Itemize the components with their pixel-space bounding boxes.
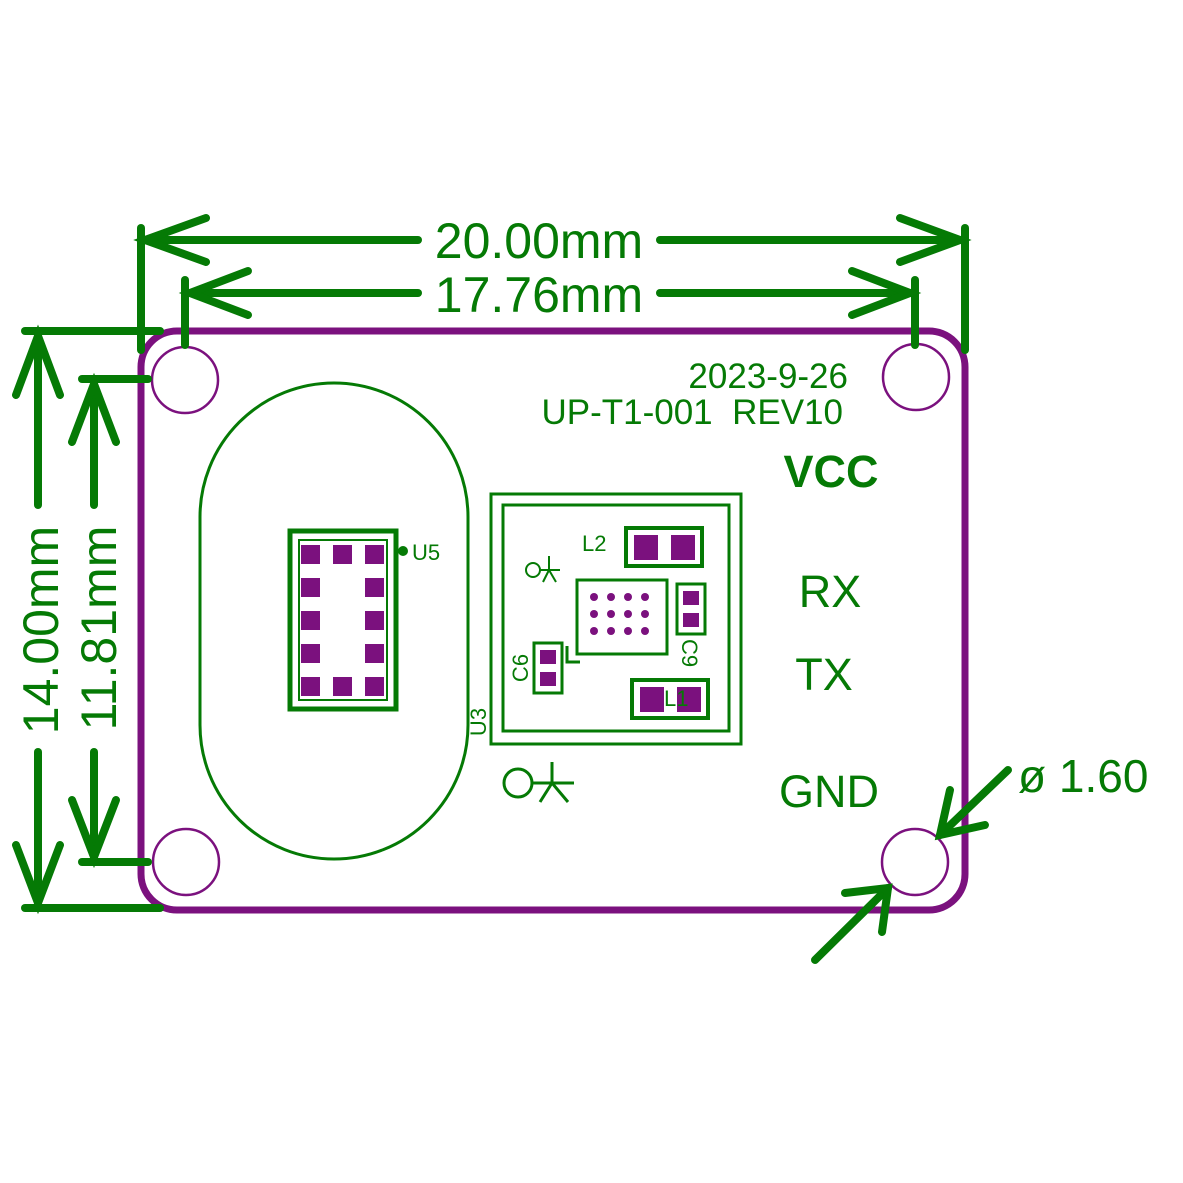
dimension-hole-spacing-x-label: 17.76mm bbox=[435, 267, 643, 323]
component-c6 bbox=[532, 641, 564, 695]
dimension-board-width-label: 20.00mm bbox=[435, 213, 643, 269]
dimension-hole-diameter bbox=[811, 766, 1012, 964]
component-u3 bbox=[489, 492, 743, 746]
board-logo-icon bbox=[502, 762, 574, 803]
board-date: 2023-9-26 bbox=[688, 357, 848, 396]
component-sensor-ic bbox=[565, 578, 669, 664]
refdes-l1: L1 bbox=[664, 686, 688, 711]
sensor-ic-balls bbox=[590, 593, 649, 635]
mounting-hole-top-right bbox=[881, 342, 951, 412]
refdes-u3: U3 bbox=[466, 708, 491, 736]
refdes-u5: U5 bbox=[412, 540, 440, 565]
dimension-hole-spacing-x bbox=[178, 267, 922, 349]
refdes-c9: C9 bbox=[677, 639, 702, 667]
u5-pads bbox=[301, 545, 384, 696]
refdes-c6: C6 bbox=[508, 654, 533, 682]
pin-label-tx: TX bbox=[795, 649, 853, 700]
board-part-number: UP-T1-001 REV10 bbox=[541, 393, 843, 432]
component-c9 bbox=[675, 582, 707, 636]
component-l2 bbox=[624, 526, 704, 568]
pin-label-gnd: GND bbox=[779, 766, 879, 817]
dimension-board-height bbox=[12, 324, 164, 915]
u5-pin1-marker bbox=[398, 546, 408, 556]
pin-label-rx: RX bbox=[799, 566, 862, 617]
dimension-board-width bbox=[133, 214, 972, 354]
mounting-hole-top-left bbox=[150, 345, 220, 415]
dimension-hole-spacing-y-label: 11.81mm bbox=[71, 526, 127, 731]
component-u5 bbox=[287, 528, 408, 712]
board-outline bbox=[137, 327, 969, 914]
dimension-hole-spacing-y bbox=[68, 372, 152, 869]
component-l1 bbox=[630, 678, 710, 720]
sensor-ic-pin1-marker bbox=[565, 646, 580, 664]
mounting-hole-bottom-right bbox=[880, 827, 950, 897]
touch-area-outline bbox=[198, 381, 470, 861]
mounting-hole-bottom-left bbox=[151, 827, 221, 897]
pin-label-vcc: VCC bbox=[783, 446, 878, 497]
module-logo-icon bbox=[525, 556, 560, 583]
dimension-hole-diameter-label: ø 1.60 bbox=[1018, 750, 1148, 802]
refdes-l2: L2 bbox=[582, 531, 606, 556]
dimension-board-height-label: 14.00mm bbox=[13, 526, 69, 734]
